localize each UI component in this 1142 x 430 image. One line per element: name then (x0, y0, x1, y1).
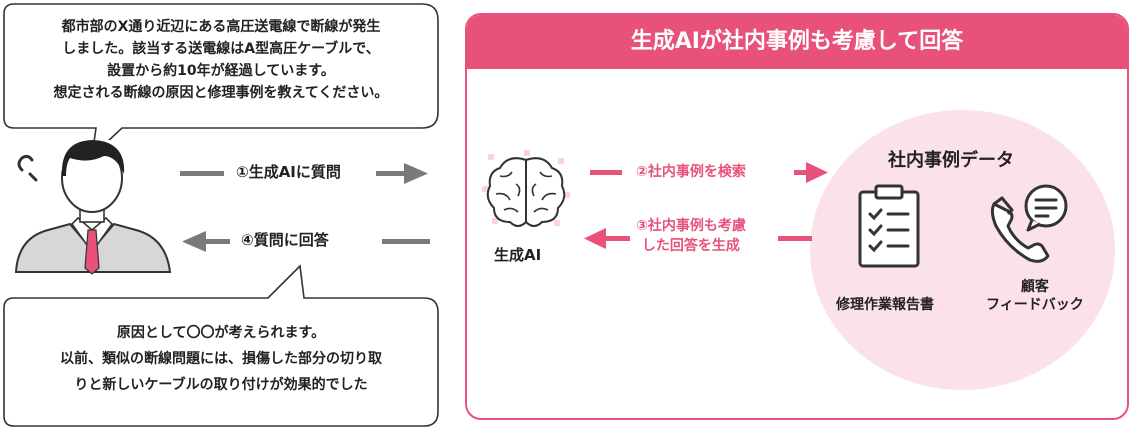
clipboard-checklist-icon (858, 184, 920, 268)
phone-chat-icon (990, 184, 1068, 263)
arrow-question-right (180, 163, 428, 184)
internal-data-title: 社内事例データ (888, 150, 1014, 171)
answer-text: 原因として〇〇が考えられます。 以前、類似の断線問題には、損傷した部分の切り取 … (60, 325, 382, 393)
repair-report-label: 修理作業報告書 (836, 297, 934, 313)
panel-title: 生成AIが社内事例も考慮して回答 (467, 15, 1127, 69)
answer-bubble (3, 264, 439, 427)
arrow-generate-left (584, 228, 812, 249)
step1-label: ①生成AIに質問 (236, 163, 341, 181)
step4-label: ④質問に回答 (241, 231, 329, 249)
person-icon (14, 140, 172, 275)
step2-label: ②社内事例を検索 (636, 164, 746, 180)
arrow-search-right (590, 162, 828, 183)
ai-label: 生成AI (494, 246, 542, 264)
arrow-answer-left (182, 231, 430, 252)
customer-feedback-label: 顧客 フィードバック (986, 279, 1084, 313)
brain-icon (482, 150, 570, 227)
question-bubble (3, 3, 439, 140)
step3-label: ③社内事例も考慮 した回答を生成 (636, 218, 746, 254)
question-text: 都市部のX通り近辺にある高圧送電線で断線が発生 しました。該当する送電線はA型高… (53, 19, 389, 101)
